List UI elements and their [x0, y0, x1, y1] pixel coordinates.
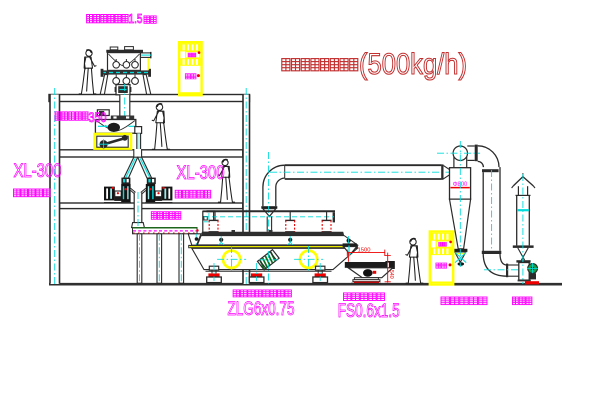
svg-text:FS0.6x1.5: FS0.6x1.5	[338, 300, 400, 322]
svg-text:(500kg/h): (500kg/h)	[359, 48, 467, 81]
svg-text:XL-300: XL-300	[177, 162, 225, 184]
svg-text:XL-300: XL-300	[14, 160, 62, 182]
svg-text:1.5: 1.5	[129, 12, 143, 26]
svg-text:ZLG6x0.75: ZLG6x0.75	[228, 298, 295, 320]
svg-text:540: 540	[388, 270, 394, 279]
svg-text:1500: 1500	[358, 248, 371, 254]
svg-text:350: 350	[89, 110, 107, 125]
